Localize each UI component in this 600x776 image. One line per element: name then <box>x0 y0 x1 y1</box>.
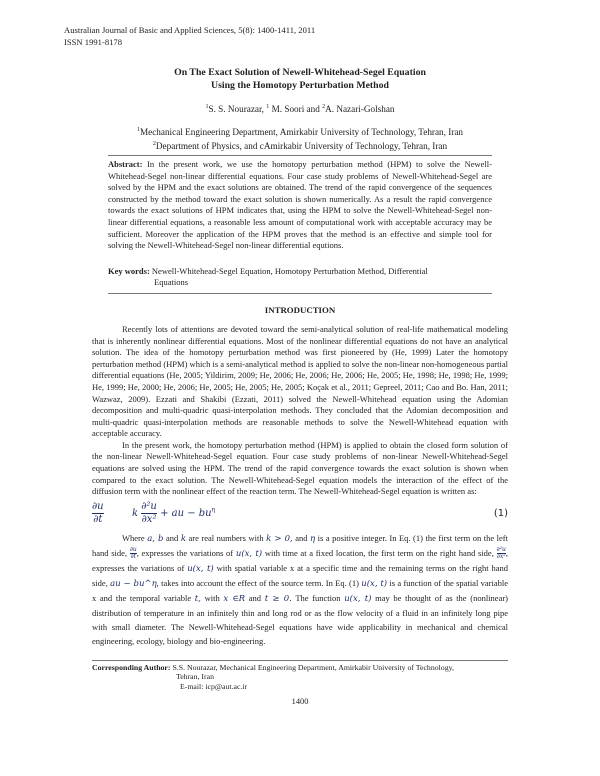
authors: 1S. S. Nourazar, 1 M. Soori and 2A. Naza… <box>0 104 600 114</box>
author: S. S. Nourazar, <box>208 104 267 115</box>
eq-rest: + au − bu <box>160 507 212 519</box>
journal-citation: Australian Journal of Basic and Applied … <box>64 25 316 35</box>
math: k <box>180 533 186 544</box>
fraction-du-dt: ∂u∂t <box>129 546 137 561</box>
text: and <box>245 592 265 603</box>
affiliation-text: Mechanical Engineering Department, Amirk… <box>139 127 464 138</box>
text: is a positive integer. In Eq. (1) the fi… <box>92 532 508 558</box>
math: k > 0, <box>266 533 293 544</box>
equation-1: ∂u∂t k ∂²u∂x² + au − buη (1) <box>92 501 508 529</box>
eq-k: k <box>132 507 139 519</box>
text: , expresses the variations of <box>92 547 509 573</box>
frac-num: ∂²u <box>496 546 506 555</box>
math: u(x, t) <box>361 578 388 589</box>
text: , expresses the variations of <box>136 547 236 558</box>
text: with time at a fixed location, the first… <box>262 547 497 558</box>
paper-title: On The Exact Solution of Newell-Whitehea… <box>0 66 600 92</box>
text: is a function of the spatial variable x … <box>92 577 508 603</box>
page-body: Abstract: In the present work, we use th… <box>92 155 508 727</box>
math: u(x, t) <box>344 593 372 604</box>
eq-exp: η <box>211 506 216 514</box>
keywords-text-cont: Equations <box>154 277 188 288</box>
math: η <box>310 533 316 544</box>
title-line-2: Using the Homotopy Perturbation Method <box>211 80 389 91</box>
author-sup: 2 <box>322 104 326 110</box>
author: A. Nazari-Golshan <box>325 104 395 115</box>
corresponding-email[interactable]: E-mail: icp@aut.ac.ir <box>180 681 248 691</box>
abstract-label: Abstract: <box>108 159 143 169</box>
eq-lhs-den: ∂t <box>93 513 103 525</box>
fraction-d2u-dx2: ∂²u∂x² <box>496 546 506 561</box>
affiliation-sup: 1 <box>136 127 140 133</box>
math: t ≥ 0. <box>264 593 292 604</box>
text: and <box>163 532 181 543</box>
author-sup: 1 <box>205 104 209 110</box>
footnote-rule <box>92 659 508 661</box>
math: t, <box>194 593 201 604</box>
math: a, b <box>147 533 164 544</box>
math: u(x, t) <box>187 563 214 574</box>
frac-den: ∂t <box>130 553 136 561</box>
affiliations: 1Mechanical Engineering Department, Amir… <box>0 124 600 152</box>
issn: ISSN 1991-8178 <box>64 37 123 47</box>
keywords-text: Newell-Whitehead-Segel Equation, Homotop… <box>151 265 428 276</box>
affiliation: 1Mechanical Engineering Department, Amir… <box>0 124 600 138</box>
eq-lhs: ∂u∂t <box>92 501 104 526</box>
text: are real numbers with <box>185 532 267 543</box>
eq-rhs-den: ∂x² <box>141 513 157 525</box>
keywords: Key words: Newell-Whitehead-Segel Equati… <box>108 266 492 289</box>
text: with spatial variable x at a specific ti… <box>92 562 508 588</box>
affiliation: 2Department of Physics, and cAmirkabir U… <box>0 138 600 152</box>
corresponding-text: S.S. Nourazar, Mechanical Engineering De… <box>170 662 454 672</box>
page-number: 1400 <box>291 697 309 707</box>
math: x ∈R <box>223 593 246 604</box>
corresponding-author: Corresponding Author: S.S. Nourazar, Mec… <box>92 663 508 673</box>
abstract-text: In the present work, we use the homotopy… <box>108 159 492 251</box>
author-sup: 1 <box>266 104 270 110</box>
affiliation-text: Department of Physics, and cAmirkabir Un… <box>155 141 448 152</box>
title-line-1: On The Exact Solution of Newell-Whitehea… <box>174 67 426 78</box>
text: Where <box>122 532 148 543</box>
frac-num: ∂u <box>129 546 137 555</box>
keywords-label: Key words: <box>108 265 150 276</box>
abstract-top-rule <box>108 155 492 156</box>
math: au − bu^η <box>110 578 157 589</box>
text: , takes into account the effect of the s… <box>156 577 362 588</box>
eq-rhs-num: ∂²u <box>141 500 157 514</box>
eq-rhs: ∂²u∂x² <box>141 501 157 526</box>
abstract: Abstract: In the present work, we use th… <box>108 159 492 252</box>
text: and <box>292 532 311 543</box>
equation-number: (1) <box>493 507 508 519</box>
paragraph-1: Recently lots of attentions are devoted … <box>92 323 508 439</box>
frac-den: ∂x² <box>496 553 506 561</box>
corresponding-label: Corresponding Author: <box>92 662 171 672</box>
corresponding-location: Tehran, Iran <box>176 672 214 682</box>
abstract-bottom-rule <box>108 292 492 294</box>
text: with <box>200 592 224 603</box>
paragraph-2: In the present work, the homotopy pertur… <box>92 439 508 497</box>
text: The function <box>291 592 345 603</box>
affiliation-sup: 2 <box>152 141 156 148</box>
section-heading: INTRODUCTION <box>264 304 336 315</box>
math: u(x, t) <box>235 548 263 559</box>
text: may be thought of as the (nonlinear) dis… <box>92 592 509 646</box>
paragraph-3: Where a, b and k are real numbers with k… <box>92 531 508 648</box>
eq-lhs-num: ∂u <box>92 500 104 514</box>
author: M. Soori and <box>269 104 323 115</box>
